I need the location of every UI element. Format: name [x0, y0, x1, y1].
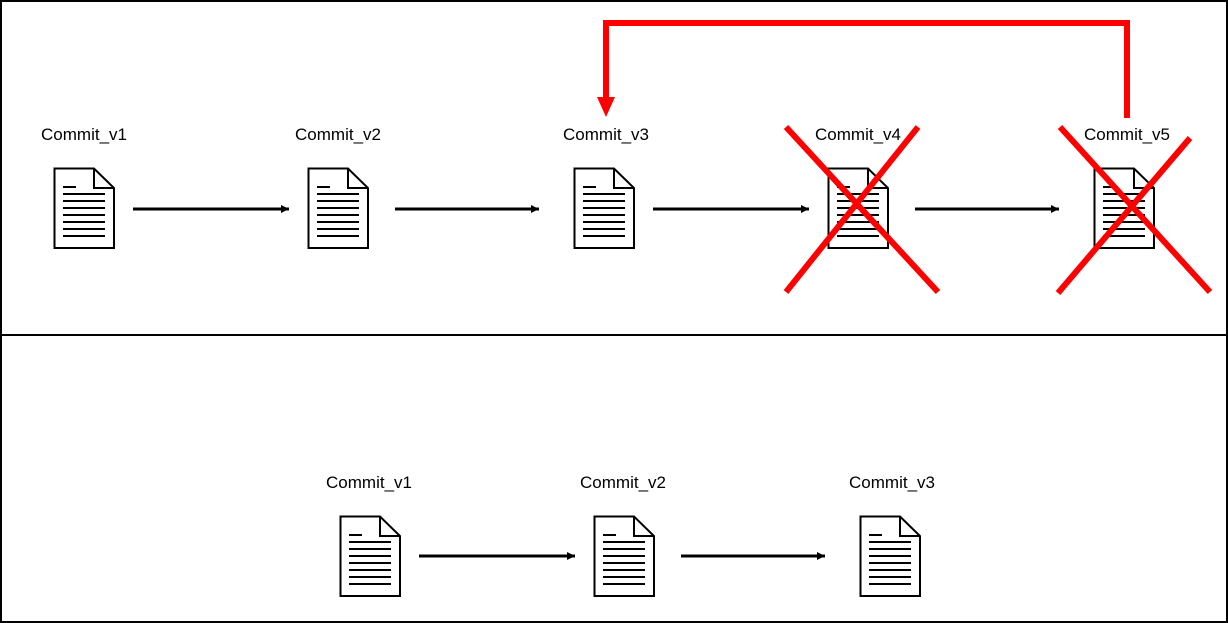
document-icon — [53, 167, 115, 249]
document-icon — [593, 515, 655, 597]
commit-label: Commit_v1 — [41, 125, 127, 144]
document-icon — [573, 167, 635, 249]
commit-label: Commit_v1 — [326, 473, 412, 492]
document-icon — [339, 515, 401, 597]
red-x-icon — [783, 124, 941, 295]
reset-arrow — [597, 20, 1130, 118]
red-x-icon — [1055, 124, 1213, 295]
bottom-panel-frame — [0, 334, 1228, 623]
commit-label: Commit_v2 — [295, 125, 381, 144]
commit-label: Commit_v2 — [580, 473, 666, 492]
commit-label: Commit_v3 — [563, 125, 649, 144]
top-panel: Commit_v1 Commit_v2 Commit_v3 Commit_v4 … — [41, 20, 1213, 295]
commit-label: Commit_v5 — [1084, 125, 1170, 144]
bottom-panel: Commit_v1 Commit_v2 Commit_v3 — [326, 473, 935, 597]
commit-label: Commit_v4 — [815, 125, 901, 144]
document-icon — [307, 167, 369, 249]
document-icon — [859, 515, 921, 597]
commit-label: Commit_v3 — [849, 473, 935, 492]
